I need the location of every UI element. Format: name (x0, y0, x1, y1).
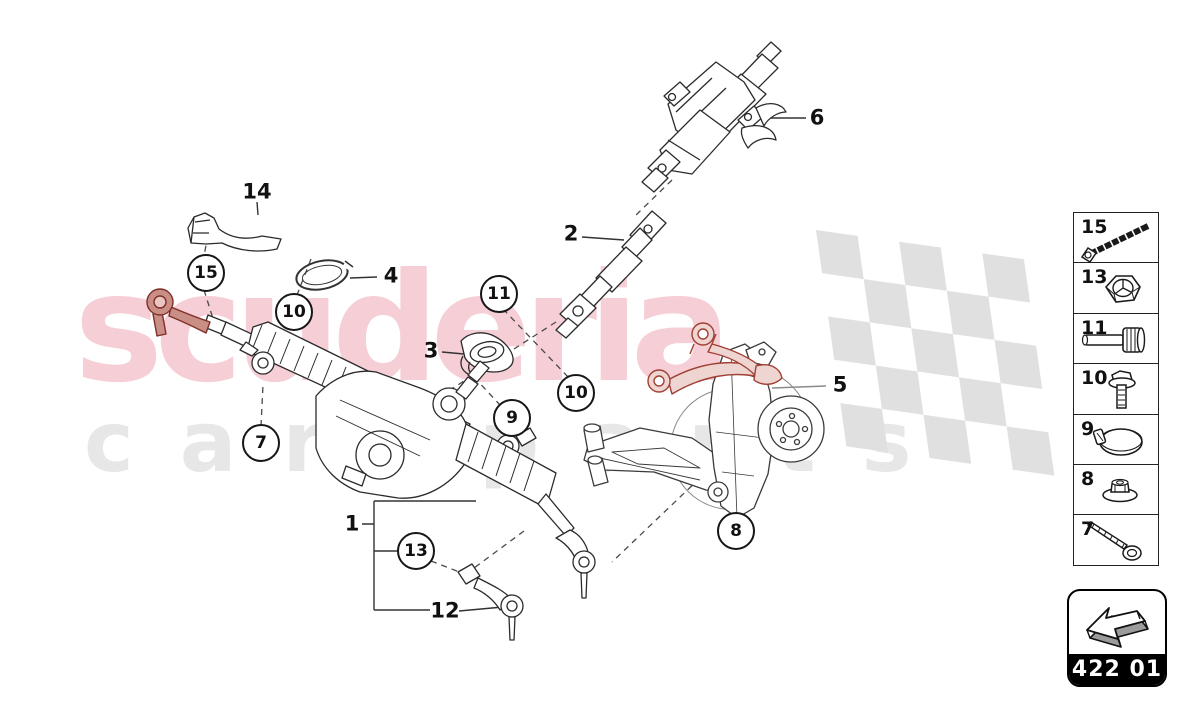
section-icon-area (1069, 591, 1165, 654)
callout-circle-9[interactable]: 9 (493, 399, 531, 437)
callout-12[interactable]: 12 (430, 598, 460, 623)
socket-bolt-icon (1081, 327, 1146, 353)
hardware-legend: 15 13 11 (1073, 212, 1159, 567)
hex-nut-icon (1104, 275, 1141, 304)
legend-item-15[interactable]: 15 (1073, 212, 1159, 264)
legend-item-11[interactable]: 11 (1073, 312, 1159, 365)
legend-item-number: 15 (1081, 216, 1108, 238)
leader-lines (256, 117, 827, 612)
callout-circle-8[interactable]: 8 (717, 512, 755, 550)
legend-item-number: 8 (1081, 468, 1095, 491)
long-bolt-icon (1080, 223, 1150, 263)
hose-clamp-icon (1092, 427, 1143, 456)
callout-4[interactable]: 4 (383, 263, 399, 288)
legend-item-number: 11 (1081, 316, 1108, 339)
flange-bolt-icon (1108, 370, 1136, 409)
callout-circle-7[interactable]: 7 (242, 424, 280, 462)
callout-circle-10a[interactable]: 10 (275, 293, 313, 331)
steering-rack-art (203, 314, 596, 599)
seal-ring-art (295, 259, 355, 291)
washer-bolt-icon (1086, 521, 1142, 562)
steering-column-art (641, 41, 787, 193)
suspension-knuckle-art (583, 341, 825, 519)
legend-item-9[interactable]: 9 (1073, 413, 1159, 466)
callout-6[interactable]: 6 (809, 105, 825, 130)
callout-circle-10b[interactable]: 10 (557, 374, 595, 412)
legend-item-number: 10 (1081, 367, 1108, 390)
section-code-box[interactable]: 422 01 (1067, 589, 1167, 687)
tie-rod-12-art (457, 563, 524, 641)
legend-item-number: 7 (1081, 518, 1095, 541)
rubber-boot-art (460, 332, 514, 377)
legend-item-number: 13 (1081, 266, 1108, 289)
legend-item-8[interactable]: 8 (1073, 464, 1159, 517)
callout-14[interactable]: 14 (242, 179, 272, 204)
callout-5[interactable]: 5 (832, 372, 848, 397)
callout-circle-11[interactable]: 11 (480, 275, 518, 313)
legend-item-number: 9 (1081, 417, 1095, 440)
flange-nut-icon (1102, 478, 1138, 503)
intermediate-shaft-art (555, 210, 667, 339)
callout-2[interactable]: 2 (563, 221, 579, 246)
checkered-flag-watermark (816, 230, 1055, 476)
legend-item-10[interactable]: 10 (1073, 363, 1159, 416)
legend-item-13[interactable]: 13 (1073, 262, 1159, 315)
direction-arrow-icon (1086, 606, 1149, 648)
callout-1[interactable]: 1 (344, 511, 360, 536)
section-code: 422 01 (1069, 654, 1165, 685)
tie-rod-end-left-art (146, 288, 211, 337)
legend-item-7[interactable]: 7 (1073, 514, 1159, 567)
callout-circle-13[interactable]: 13 (397, 532, 435, 570)
callout-3[interactable]: 3 (423, 338, 439, 363)
callout-circle-15[interactable]: 15 (187, 254, 225, 292)
upper-control-arm-art (647, 322, 783, 395)
mounting-bracket-art (187, 212, 282, 252)
